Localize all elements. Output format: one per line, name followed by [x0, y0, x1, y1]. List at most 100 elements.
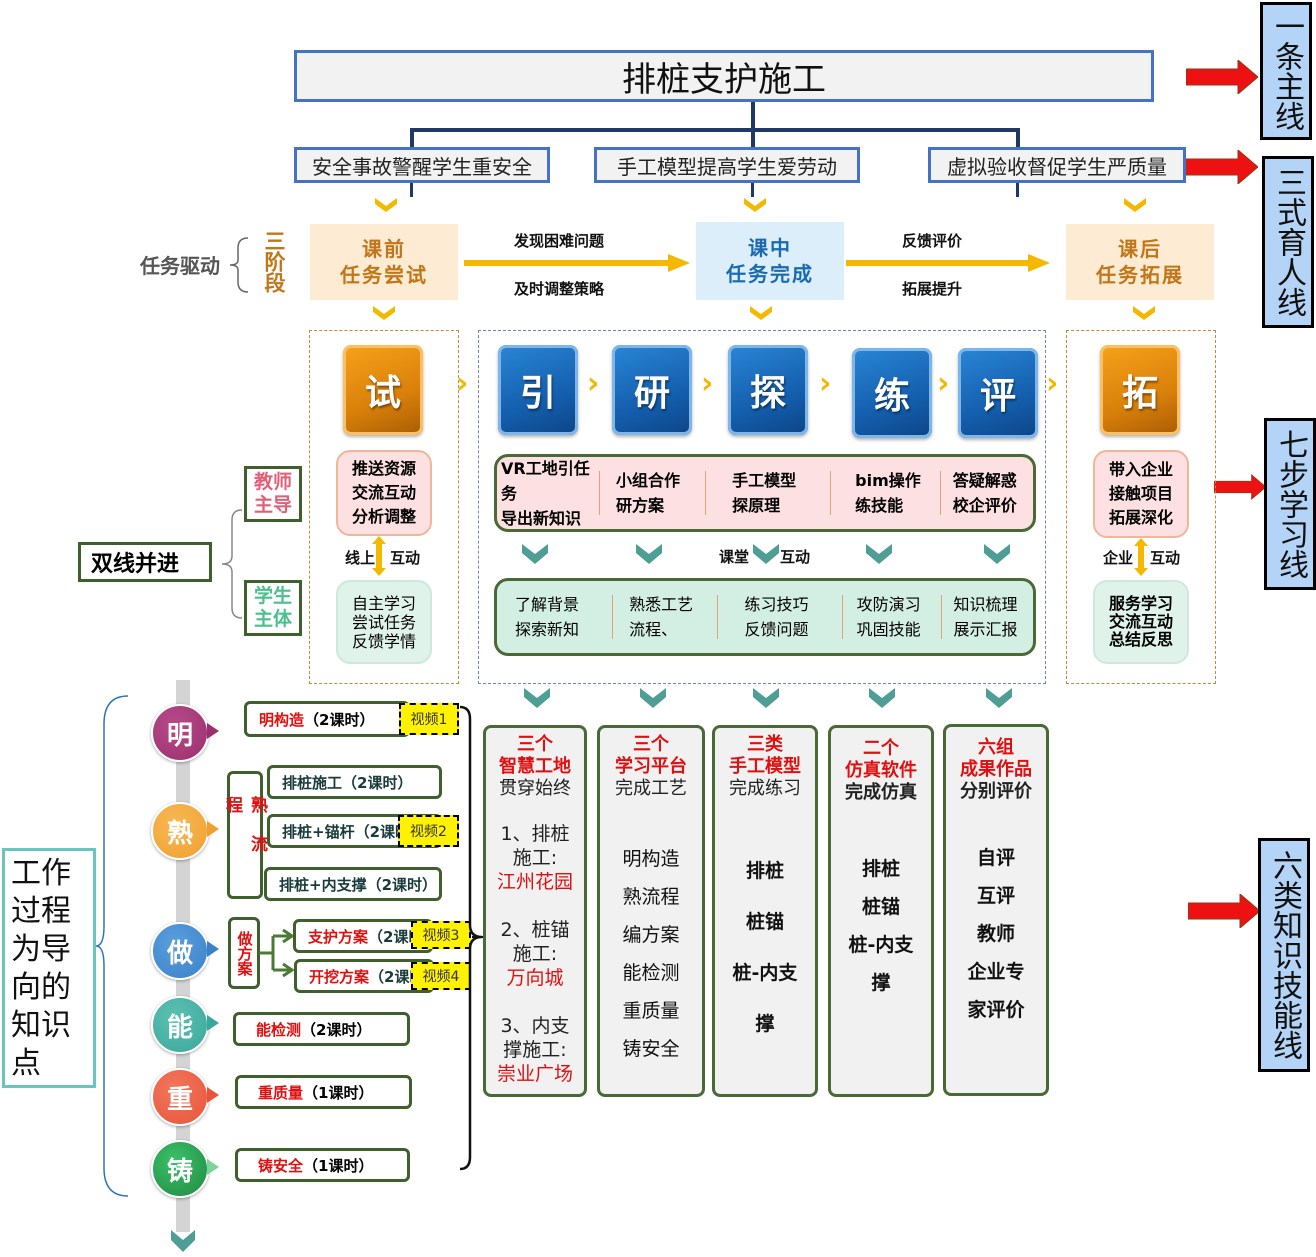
side-label-text: 一条主线: [1269, 11, 1304, 131]
activity-line: bim操作: [855, 471, 921, 490]
video-label: 视频3: [422, 928, 460, 944]
activity-text: 带入企业: [1108, 460, 1173, 479]
tree-connector: [410, 128, 414, 148]
arrow-label: 反馈评价: [902, 232, 963, 250]
tree-connector: [1016, 183, 1019, 197]
tree-connector: [751, 102, 755, 130]
side-label-education-line: 三式育人线: [1262, 156, 1314, 328]
chevron-down-icon: [753, 544, 779, 564]
column-item: 撑: [871, 972, 891, 994]
side-label-main-line: 一条主线: [1260, 2, 1312, 140]
stage-line2: 任务完成: [726, 262, 814, 286]
pointer-icon: [207, 1087, 219, 1103]
resource-column-smart-sites: 三个 智慧工地 贯穿始终 1、排桩 施工: 江州花园 2、桩锚 施工: 万向城 …: [483, 725, 587, 1097]
label-line: 点: [11, 1046, 41, 1081]
chevron-down-icon: [1133, 306, 1155, 320]
pre-teacher-box: 推送资源 交流互动 分析调整: [336, 450, 432, 536]
site-label: 3、内支: [500, 1015, 570, 1037]
chevron-right-icon: ›: [819, 366, 832, 401]
column-item: 能检测: [622, 962, 680, 984]
item-name: 排桩施工: [282, 773, 343, 792]
activity-line: 小组合作: [616, 471, 681, 490]
column-item: 企业专: [967, 961, 1025, 983]
step-char: 练: [873, 376, 910, 417]
column-head: 三个: [517, 734, 553, 755]
bracket-icon: [459, 705, 486, 1171]
item-hours: （2课时）: [342, 773, 413, 792]
pointer-icon: [207, 723, 219, 739]
activity-line: 练技能: [855, 496, 904, 515]
activity-line: 导出新知识: [501, 508, 582, 528]
knowledge-node-shu: 熟: [151, 802, 209, 860]
pointer-icon: [207, 941, 219, 957]
step-char: 引: [519, 373, 556, 414]
stage-line2: 任务拓展: [1096, 263, 1184, 287]
video-link-4[interactable]: 视频4: [411, 962, 471, 990]
chevron-down-icon: [986, 688, 1012, 708]
node-char: 重: [166, 1084, 193, 1115]
chevron-down-icon: [866, 544, 892, 564]
chevron-right-icon: ›: [587, 366, 600, 401]
teacher-activity: bim操作练技能: [830, 471, 940, 515]
tree-connector: [410, 183, 413, 197]
activity-line: 了解背景: [515, 595, 580, 614]
site-label: 1、排桩: [500, 823, 570, 845]
step-char: 拓: [1121, 373, 1158, 414]
chevron-down-icon: [171, 1230, 195, 1252]
activity-text: 拓展深化: [1108, 508, 1173, 527]
activity-line: 练习技巧: [744, 595, 809, 614]
node-char: 熟: [166, 818, 193, 849]
node-char: 能: [166, 1012, 193, 1043]
main-title: 排桩支护施工: [294, 50, 1154, 102]
resource-column-simulation-software: 二个 仿真软件 完成仿真 排桩 桩锚 桩-内支 撑: [828, 725, 934, 1097]
step-tile-guide: 引: [498, 345, 578, 435]
resource-column-handmade-models: 三类 手工模型 完成练习 排桩 桩锚 桩-内支 撑: [712, 725, 818, 1097]
site-place: 江州花园: [496, 871, 573, 893]
side-label-text: 六类知识技能线: [1267, 850, 1302, 1060]
step-tile-research: 研: [612, 345, 692, 435]
chevron-down-icon: [524, 688, 550, 708]
shu-group-box: 熟流程: [222, 771, 267, 899]
task-drive-label: 任务驱动: [140, 254, 220, 278]
activity-line: 手工模型: [732, 471, 797, 490]
video-link-1[interactable]: 视频1: [399, 703, 459, 735]
column-item: 铸安全: [622, 1038, 680, 1060]
site-label: 施工:: [512, 943, 558, 965]
stage-line1: 课后: [1118, 237, 1162, 261]
in-class-student-band: 了解背景探索新知 熟悉工艺流程、 练习技巧反馈问题 攻防演习巩固技能 知识梳理展…: [494, 578, 1036, 656]
column-item: 家评价: [967, 999, 1025, 1021]
arrow-right-icon: [464, 254, 690, 272]
chevron-down-icon: [744, 198, 766, 212]
node-char: 明: [166, 720, 193, 751]
tree-connector: [751, 183, 754, 197]
main-title-text: 排桩支护施工: [622, 59, 826, 100]
post-teacher-box: 带入企业 接触项目 拓展深化: [1093, 450, 1189, 538]
label-line: 知识: [11, 1008, 71, 1043]
column-sub: 完成仿真: [845, 782, 917, 803]
knowledge-node-ming: 明: [151, 704, 209, 762]
activity-text: 尝试任务: [351, 612, 416, 632]
activity-line: 展示汇报: [953, 620, 1018, 639]
red-arrow-icon: [1214, 473, 1266, 501]
step-char: 研: [633, 373, 670, 414]
video-link-2[interactable]: 视频2: [398, 815, 459, 847]
activity-text: 推送资源: [351, 459, 416, 478]
node-char: 做: [166, 938, 193, 969]
teacher-activity: 手工模型探原理: [705, 471, 830, 515]
chevron-down-icon: [753, 688, 779, 708]
column-head: 六组: [978, 737, 1014, 758]
chevron-right-icon: ›: [701, 366, 714, 401]
branch-arrow-icon: [259, 928, 295, 978]
student-activity: 熟悉工艺流程、: [612, 595, 717, 639]
double-arrow-icon: [372, 536, 386, 576]
site-place: 万向城: [506, 967, 564, 989]
video-link-3[interactable]: 视频3: [411, 921, 471, 949]
student-centered-label: 学生主体: [244, 580, 302, 636]
site-label: 撑施工:: [503, 1039, 567, 1061]
column-head: 智慧工地: [499, 756, 571, 777]
education-goal-text: 手工模型提高学生爱劳动: [617, 154, 837, 179]
site-place: 崇业广场: [496, 1063, 573, 1085]
pre-student-box: 自主学习 尝试任务 反馈学情: [336, 580, 432, 664]
activity-line: 研方案: [616, 496, 665, 515]
dual-line-label: 双线并进: [78, 542, 212, 582]
